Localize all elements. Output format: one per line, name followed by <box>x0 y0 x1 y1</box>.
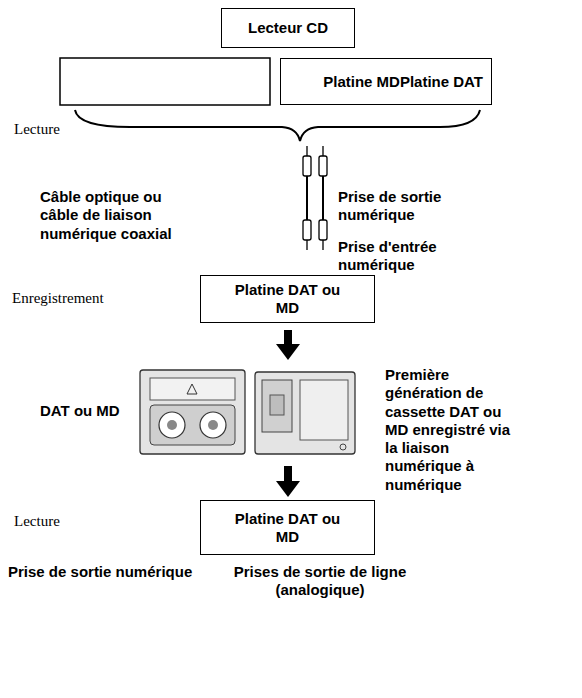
empty-box <box>60 58 270 105</box>
media-note: Première génération de cassette DAT ou M… <box>385 366 525 494</box>
cable-plug <box>319 146 327 250</box>
jack-label: Prise d'entrée numérique <box>338 238 488 275</box>
down-arrow <box>276 466 300 497</box>
dat-cassette <box>140 370 245 454</box>
down-arrow <box>276 330 300 360</box>
mode-label: Enregistrement <box>12 289 132 307</box>
box-label: Lecteur CD <box>248 19 328 37</box>
cable-label: Câble optique ou câble de liaison numéri… <box>40 188 200 243</box>
mode-label: Lecture <box>14 512 84 530</box>
box-label: Platine MDPlatine DAT <box>323 73 483 91</box>
media-label: DAT ou MD <box>40 402 135 420</box>
deck-box: Platine DAT ou MD <box>200 275 375 323</box>
jack-label: Prise de sortie numérique <box>8 563 213 581</box>
md-cartridge <box>255 372 355 454</box>
deck-box: Lecteur CD <box>221 8 355 48</box>
box-label: Platine DAT ou MD <box>225 510 350 546</box>
cable-plug <box>303 146 311 250</box>
brace <box>75 110 480 141</box>
deck-box: Platine MDPlatine DAT <box>280 58 492 105</box>
jack-label: Prises de sortie de ligne (analogique) <box>215 563 425 600</box>
jack-label: Prise de sortie numérique <box>338 188 488 225</box>
box-label: Platine DAT ou MD <box>225 281 350 317</box>
deck-box: Platine DAT ou MD <box>200 500 375 555</box>
mode-label: Lecture <box>14 120 84 138</box>
